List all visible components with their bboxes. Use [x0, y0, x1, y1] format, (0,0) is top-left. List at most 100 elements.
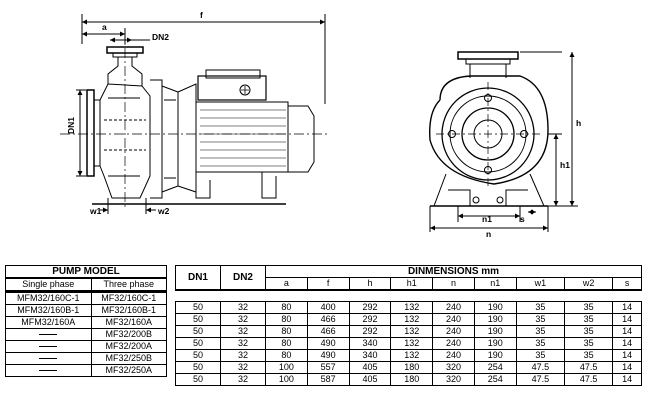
single-phase-cell — [5, 328, 92, 341]
cell: 466 — [306, 312, 350, 326]
side-view — [60, 14, 330, 214]
cell: 35 — [515, 300, 565, 314]
cell: 292 — [348, 324, 392, 338]
col-header-f: f — [306, 277, 350, 291]
cell: 132 — [390, 336, 434, 350]
cell: 190 — [473, 348, 517, 362]
cell: 320 — [432, 372, 475, 386]
dn1-header: DN1 — [175, 265, 221, 291]
cell: 340 — [348, 348, 392, 362]
three-phase-cell: MF32/200A — [90, 340, 168, 353]
dash-mark — [39, 334, 58, 336]
cell: 35 — [563, 324, 614, 338]
dn2-header: DN2 — [220, 265, 266, 291]
cell: 32 — [220, 372, 266, 386]
single-phase-header: Single phase — [5, 277, 92, 291]
table-row: MF32/250B — [5, 352, 168, 365]
header-spacer — [175, 289, 642, 302]
label-h: h — [576, 118, 581, 128]
col-header-w2: w2 — [563, 277, 614, 291]
dimensions-table: DN1 DN2 DINMENSIONS mm a f h h1 n n1 w1 … — [175, 265, 642, 386]
single-phase-cell: MFM32/160B-1 — [5, 304, 92, 317]
label-n1: n1 — [482, 214, 492, 224]
label-w2: w2 — [157, 206, 170, 216]
single-phase-cell — [5, 340, 92, 353]
cell: 466 — [306, 324, 350, 338]
dash-mark — [39, 370, 58, 372]
single-phase-cell — [5, 352, 92, 365]
cell: 35 — [563, 312, 614, 326]
front-view — [429, 51, 578, 232]
cell: 254 — [473, 372, 517, 386]
cell: 14 — [612, 312, 642, 326]
cell: 132 — [390, 312, 434, 326]
cell: 35 — [563, 348, 614, 362]
cell: 254 — [473, 360, 517, 374]
col-header-n1: n1 — [473, 277, 517, 291]
cell: 190 — [473, 336, 517, 350]
three-phase-cell: MF32/160C-1 — [90, 291, 168, 305]
cell: 190 — [473, 300, 517, 314]
cell: 240 — [432, 324, 475, 338]
col-header-h: h — [348, 277, 392, 291]
single-phase-cell: MFM32/160A — [5, 316, 92, 329]
cell: 47.5 — [515, 360, 565, 374]
table-row: MF32/200B — [5, 328, 168, 341]
pump-technical-drawing: f a DN2 DN1 w1 w2 h h1 n1 n s — [60, 10, 581, 239]
cell: 47.5 — [563, 360, 614, 374]
cell: 240 — [432, 300, 475, 314]
cell: 190 — [473, 324, 517, 338]
single-phase-cell — [5, 364, 92, 377]
cell: 132 — [390, 300, 434, 314]
cell: 405 — [348, 360, 392, 374]
cell: 35 — [563, 336, 614, 350]
dash-mark — [39, 346, 58, 348]
cell: 35 — [515, 312, 565, 326]
dimensions-group-header: DINMENSIONS mm — [265, 265, 642, 278]
cell: 180 — [390, 372, 434, 386]
cell: 14 — [612, 300, 642, 314]
cell: 47.5 — [563, 372, 614, 386]
cell: 80 — [265, 312, 308, 326]
cell: 340 — [348, 336, 392, 350]
cell: 292 — [348, 300, 392, 314]
cell: 47.5 — [515, 372, 565, 386]
cell: 32 — [220, 324, 266, 338]
cell: 80 — [265, 348, 308, 362]
cell: 490 — [306, 336, 350, 350]
pump-model-title: PUMP MODEL — [5, 265, 167, 279]
cell: 14 — [612, 348, 642, 362]
cell: 32 — [220, 312, 266, 326]
cell: 557 — [306, 360, 350, 374]
three-phase-header: Three phase — [90, 277, 168, 291]
cell: 80 — [265, 336, 308, 350]
pump-model-table: PUMP MODEL Single phase Three phase MFM3… — [5, 265, 168, 377]
dash-mark — [39, 358, 58, 360]
cell: 132 — [390, 324, 434, 338]
cell: 240 — [432, 336, 475, 350]
col-header-s: s — [612, 277, 642, 291]
cell: 35 — [515, 324, 565, 338]
cell: 50 — [175, 360, 221, 374]
cell: 50 — [175, 324, 221, 338]
table-row: MF32/200A — [5, 340, 168, 353]
col-header-h1: h1 — [390, 277, 434, 291]
col-header-w1: w1 — [515, 277, 565, 291]
cell: 35 — [563, 300, 614, 314]
table-row: MF32/250A — [5, 364, 168, 377]
cell: 132 — [390, 348, 434, 362]
label-f: f — [200, 10, 203, 20]
cell: 14 — [612, 372, 642, 386]
cell: 320 — [432, 360, 475, 374]
cell: 50 — [175, 336, 221, 350]
cell: 240 — [432, 312, 475, 326]
cell: 100 — [265, 372, 308, 386]
cell: 490 — [306, 348, 350, 362]
